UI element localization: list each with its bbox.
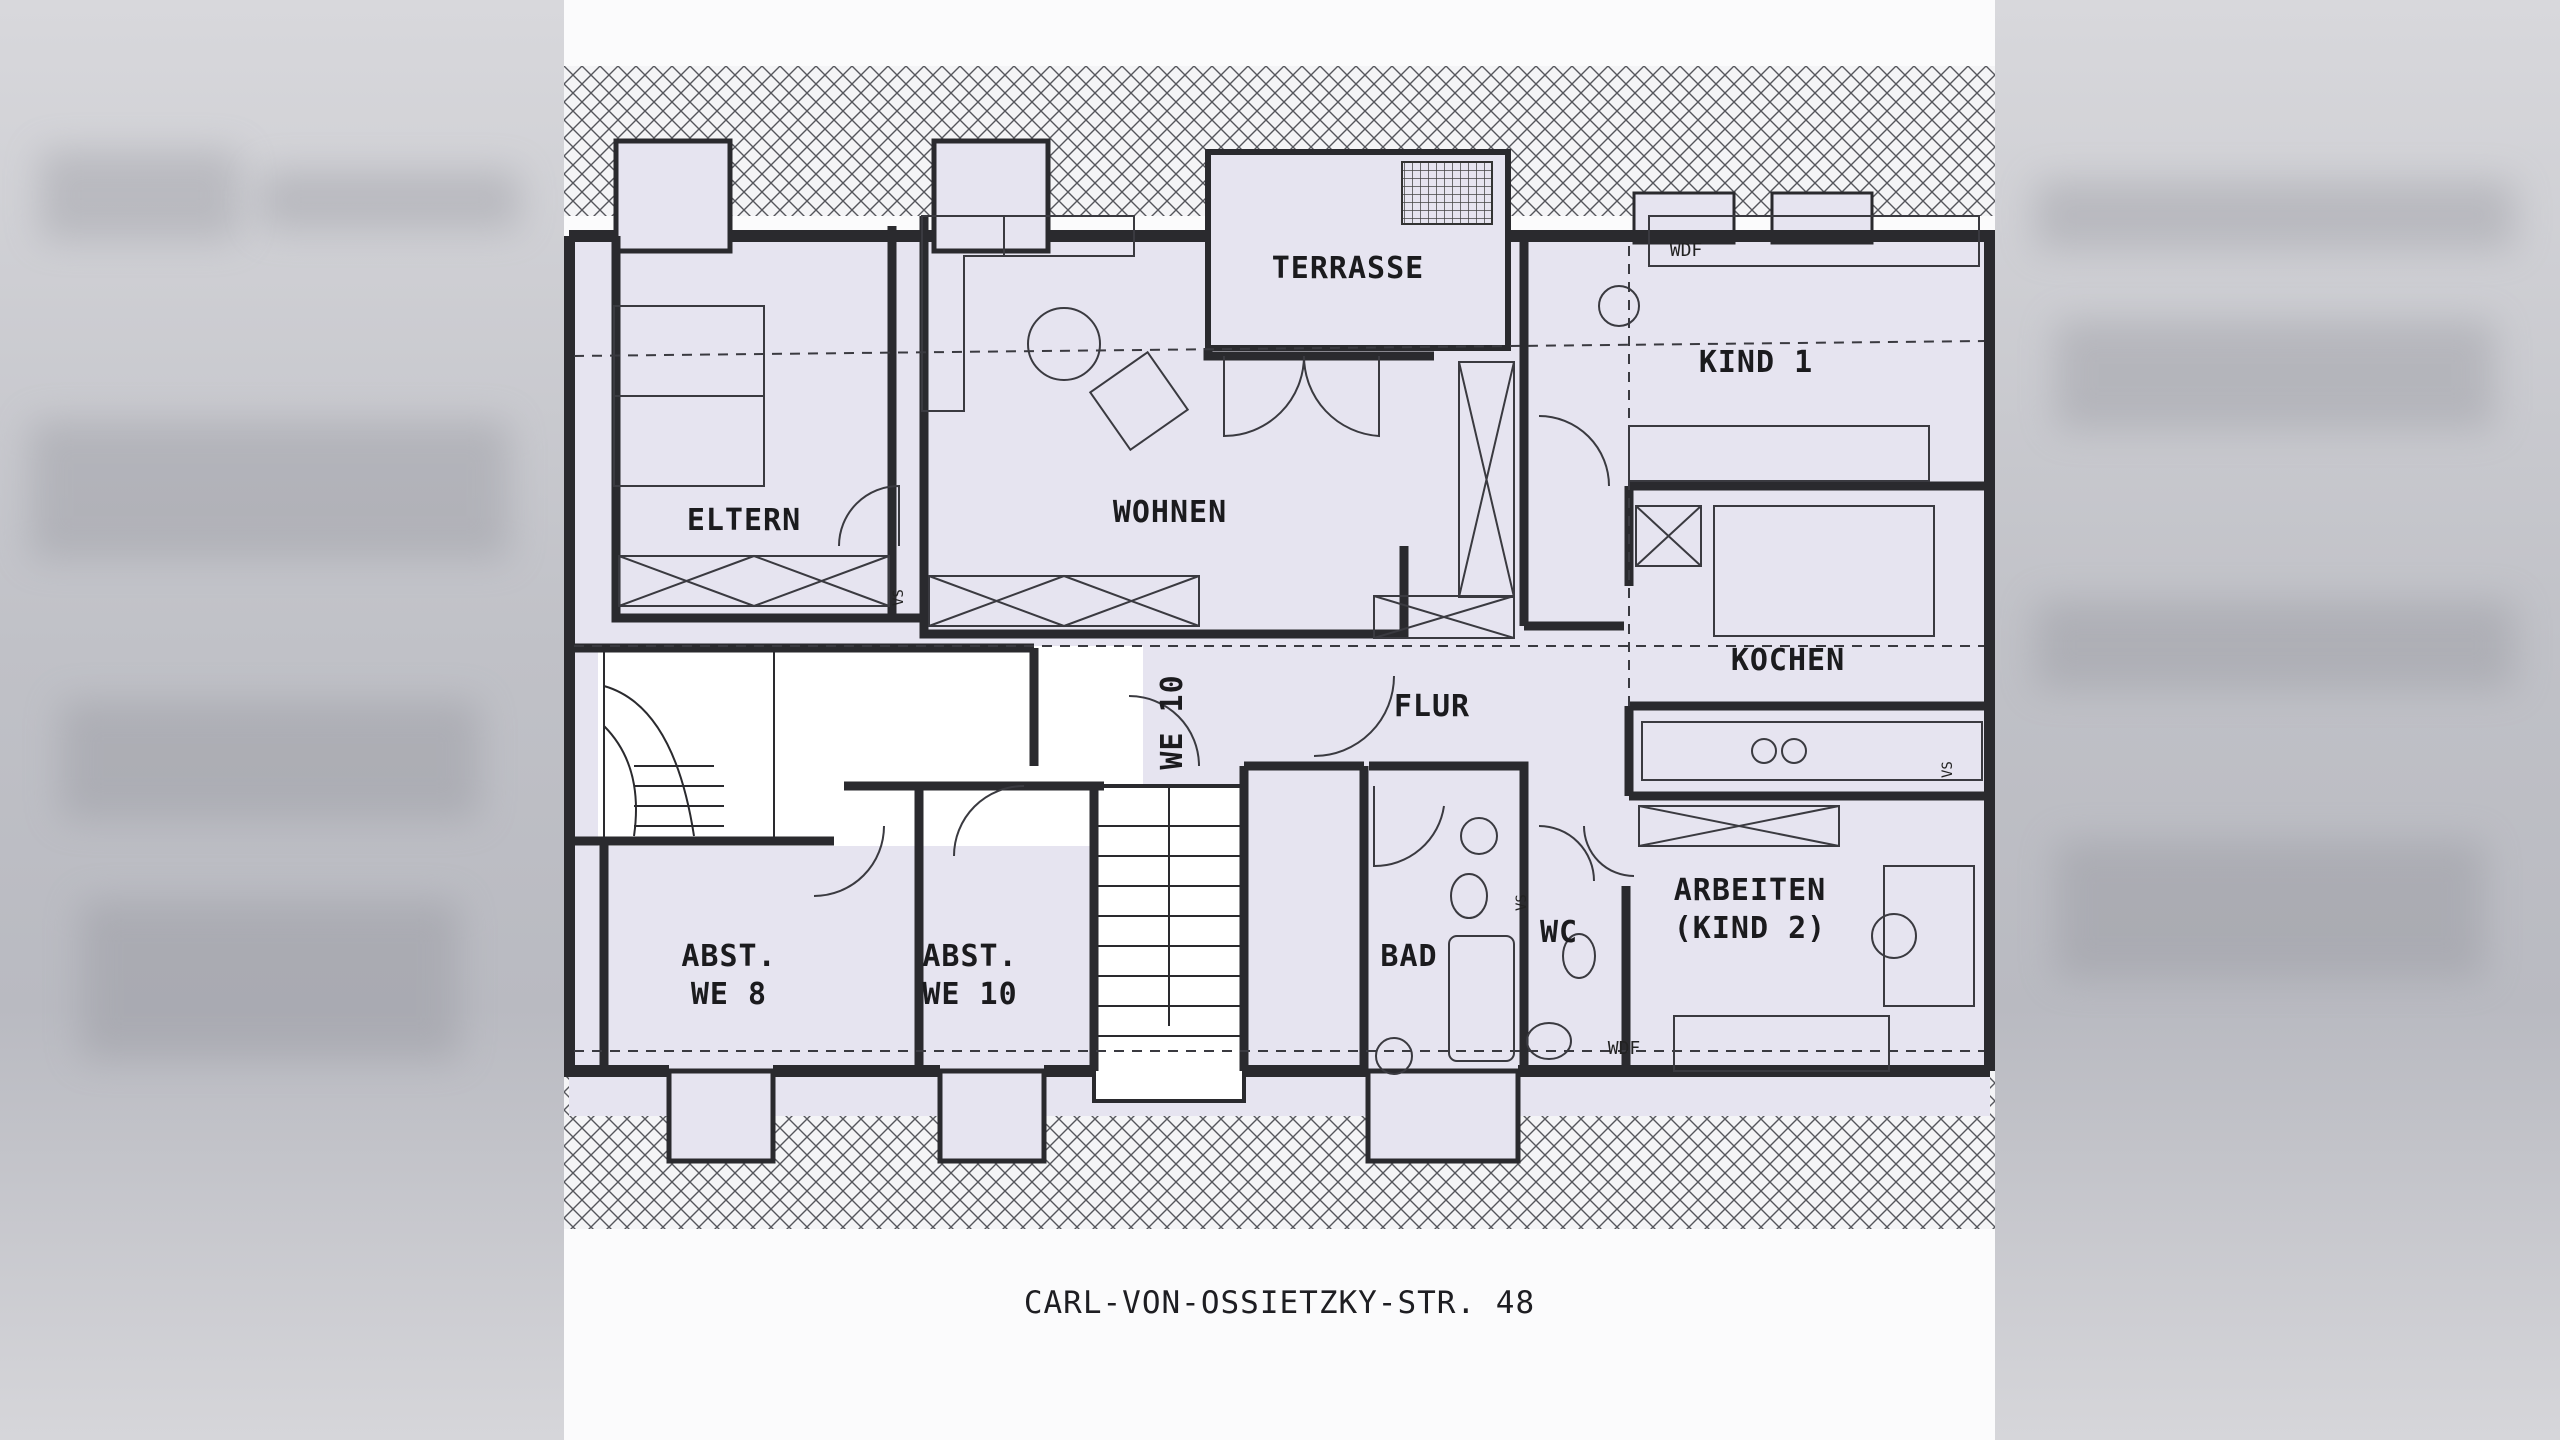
- bathtub: [1448, 935, 1515, 1062]
- address-caption: CARL-VON-OSSIETZKY-STR. 48: [1023, 1285, 1536, 1321]
- label-vs-bad: VS: [1514, 894, 1530, 911]
- label-abst-we8-line1: ABST.: [681, 939, 776, 974]
- label-wohnen: WOHNEN: [1113, 495, 1227, 530]
- label-bad: BAD: [1380, 939, 1437, 974]
- label-abst-we10-line1: ABST.: [922, 939, 1017, 974]
- dining-table: [1027, 307, 1101, 381]
- label-arbeiten-line2: (KIND 2): [1674, 911, 1827, 946]
- terrasse-grid: [1401, 161, 1493, 225]
- label-abst-we10-line2: WE 10: [922, 977, 1017, 1012]
- label-vs-kochen: VS: [1940, 761, 1956, 778]
- armchair: [1088, 350, 1190, 452]
- label-wdf-top: WDF: [1670, 240, 1703, 261]
- label-terrasse: TERRASSE: [1272, 251, 1425, 286]
- label-wdf-bottom: WDF: [1608, 1038, 1641, 1059]
- label-eltern: ELTERN: [687, 503, 801, 538]
- label-wc: WC: [1540, 915, 1578, 950]
- label-flur: FLUR: [1394, 689, 1470, 724]
- label-kochen: KOCHEN: [1731, 643, 1845, 678]
- floor-plan: TERRASSE KIND 1 ELTERN WOHNEN KOCHEN FLU…: [564, 66, 1995, 1229]
- blurred-background-left: [0, 0, 564, 1440]
- label-abst-we8-line2: WE 8: [691, 977, 767, 1012]
- label-we10-entry: WE 10: [1155, 674, 1190, 769]
- stairwell: [598, 646, 1143, 846]
- label-kind1: KIND 1: [1699, 345, 1813, 380]
- blurred-background-right: [1995, 0, 2560, 1440]
- label-vs-eltern: VS: [891, 589, 907, 606]
- label-arbeiten-line1: ARBEITEN: [1674, 873, 1827, 908]
